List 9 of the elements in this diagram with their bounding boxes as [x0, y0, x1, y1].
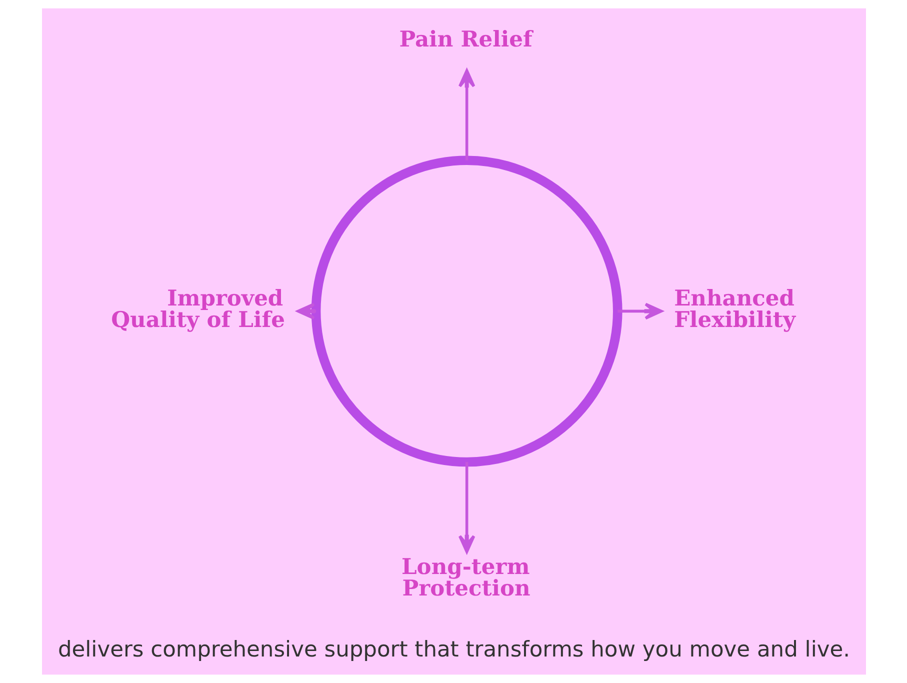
arrow [458, 462, 475, 554]
node-text: Enhanced Flexibility [674, 286, 796, 334]
node-text: Improved Quality of Life [110, 286, 284, 334]
arrow [617, 302, 662, 320]
node-text: Pain Relief [398, 28, 532, 53]
node-circle [310, 156, 622, 467]
caption: delivers comprehensive support that transforms how you move and live. [57, 637, 850, 662]
node-text: Long-term Protection [401, 554, 530, 602]
arrow [458, 69, 475, 160]
